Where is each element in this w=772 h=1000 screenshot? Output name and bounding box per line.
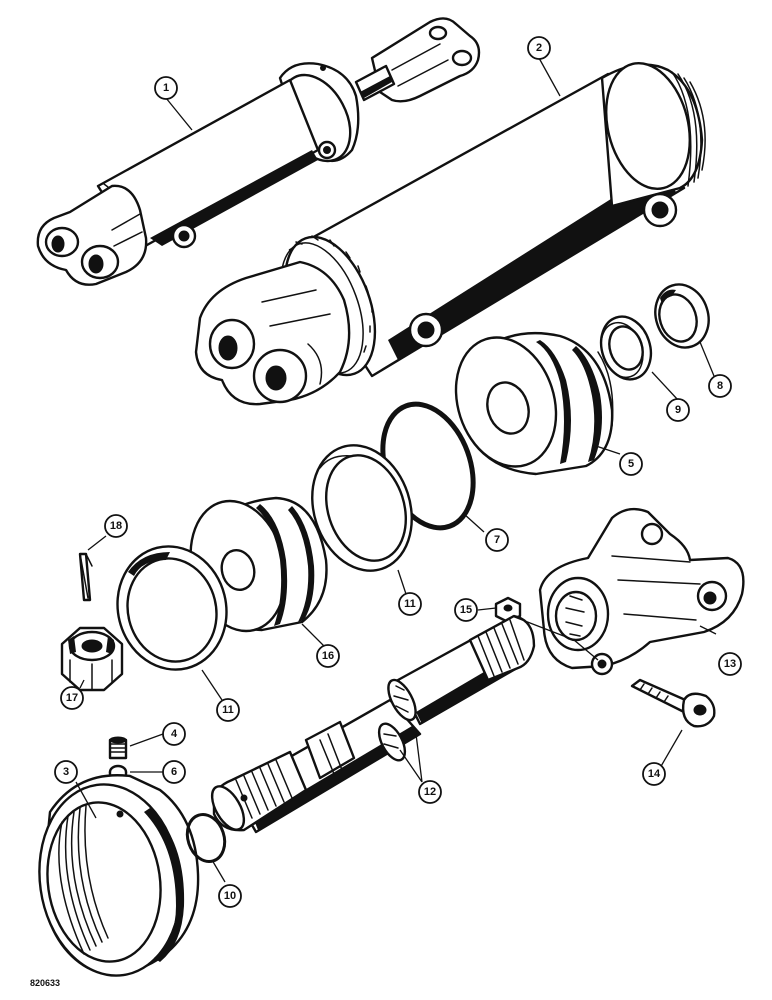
- callout-8: 8: [708, 374, 732, 398]
- callout-5: 5: [619, 452, 643, 476]
- callout-label: 5: [628, 458, 634, 470]
- part-9-rod-seal: [599, 315, 653, 381]
- callout-10: 10: [218, 884, 242, 908]
- callout-label: 14: [648, 768, 661, 780]
- callout-label: 16: [322, 650, 334, 662]
- part-10-o-ring: [185, 813, 227, 863]
- callout-label: 7: [494, 534, 500, 546]
- callout-label: 15: [460, 604, 472, 616]
- part-2-cylinder-barrel: [194, 61, 706, 406]
- figure-number: 820633: [30, 978, 60, 988]
- callout-7: 7: [485, 528, 509, 552]
- callout-label: 11: [222, 704, 234, 716]
- callout-label: 17: [66, 692, 78, 704]
- callout-label: 8: [717, 380, 723, 392]
- callout-18: 18: [104, 514, 128, 538]
- callout-6: 6: [162, 760, 186, 784]
- callout-9: 9: [666, 398, 690, 422]
- part-17-castle-nut: [60, 626, 124, 692]
- callout-17: 17: [60, 686, 84, 710]
- callout-16: 16: [316, 644, 340, 668]
- callout-13: 13: [718, 652, 742, 676]
- callout-1: 1: [154, 76, 178, 100]
- callout-label: 11: [404, 598, 416, 610]
- part-11-seal-ring-lower: [116, 545, 228, 671]
- part-11-seal-ring-upper: [311, 444, 413, 572]
- callout-14: 14: [642, 762, 666, 786]
- part-13-rod-eye-clevis: [538, 507, 745, 676]
- part-5-gland: [454, 331, 614, 476]
- callout-label: 10: [224, 890, 236, 902]
- part-12-piston-rod: [210, 614, 536, 834]
- callout-label: 6: [171, 766, 177, 778]
- callout-label: 2: [536, 42, 542, 54]
- part-14-cap-screw: [630, 678, 716, 728]
- part-8-wiper-seal: [654, 283, 710, 349]
- callout-11-lower: 11: [216, 698, 240, 722]
- callout-3: 3: [54, 760, 78, 784]
- part-4-set-screw: [108, 736, 128, 760]
- callout-label: 3: [63, 766, 69, 778]
- part-3-cylinder-head-nut: [38, 774, 200, 977]
- callout-11-upper: 11: [398, 592, 422, 616]
- callout-label: 12: [424, 786, 436, 798]
- callout-4: 4: [162, 722, 186, 746]
- part-1-assembled-cylinder: [36, 17, 481, 286]
- callout-label: 1: [163, 82, 169, 94]
- callout-label: 9: [675, 404, 681, 416]
- callout-12: 12: [418, 780, 442, 804]
- callout-label: 4: [171, 728, 178, 740]
- callout-label: 18: [110, 520, 122, 532]
- callout-label: 13: [724, 658, 736, 670]
- callout-2: 2: [527, 36, 551, 60]
- part-18-cotter-pin: [78, 552, 93, 602]
- callout-15: 15: [454, 598, 478, 622]
- leader-lines: [75, 57, 717, 883]
